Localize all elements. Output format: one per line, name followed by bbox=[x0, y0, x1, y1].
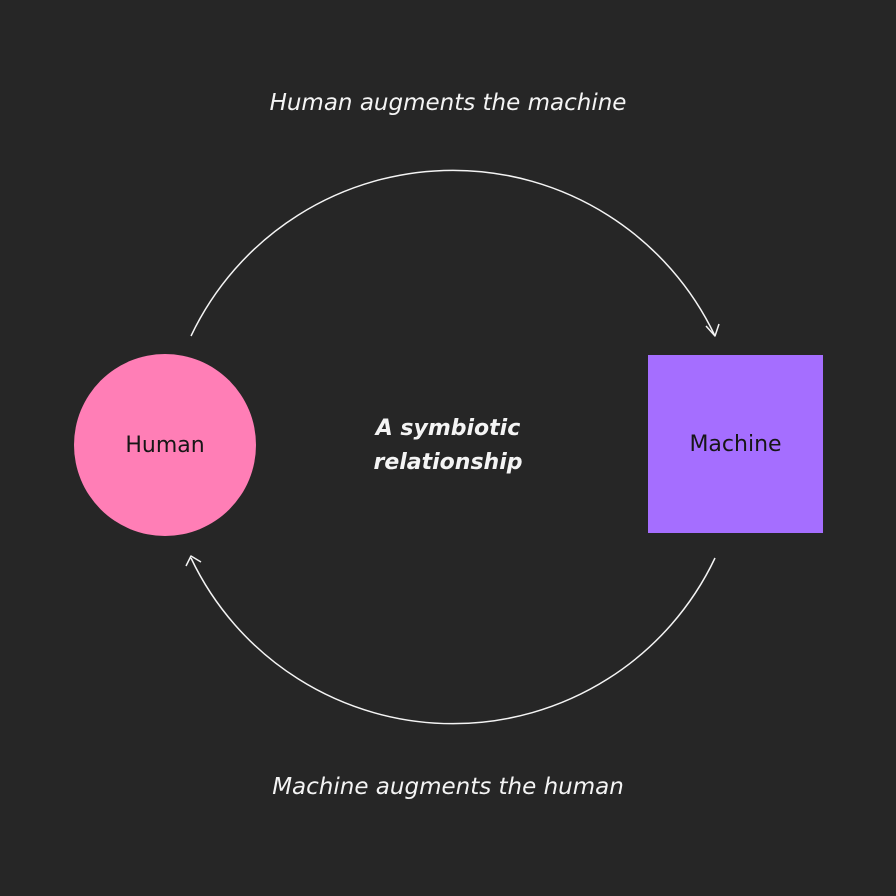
arrow-human-to-machine bbox=[190, 169, 716, 337]
machine-node: Machine bbox=[648, 355, 823, 533]
center-label-line-2: relationship bbox=[373, 450, 523, 475]
top-edge-label: Human augments the machine bbox=[269, 90, 627, 116]
center-label: A symbiotic relationship bbox=[298, 412, 598, 480]
bottom-edge-label: Machine augments the human bbox=[272, 774, 624, 800]
arrowhead-human-to-machine bbox=[705, 323, 720, 337]
human-node-label: Human bbox=[125, 432, 205, 458]
machine-node-label: Machine bbox=[689, 431, 782, 457]
center-label-line-1: A symbiotic bbox=[375, 416, 521, 441]
arrowhead-machine-to-human bbox=[185, 555, 202, 567]
human-node: Human bbox=[74, 354, 256, 536]
arrow-machine-to-human bbox=[190, 557, 716, 725]
